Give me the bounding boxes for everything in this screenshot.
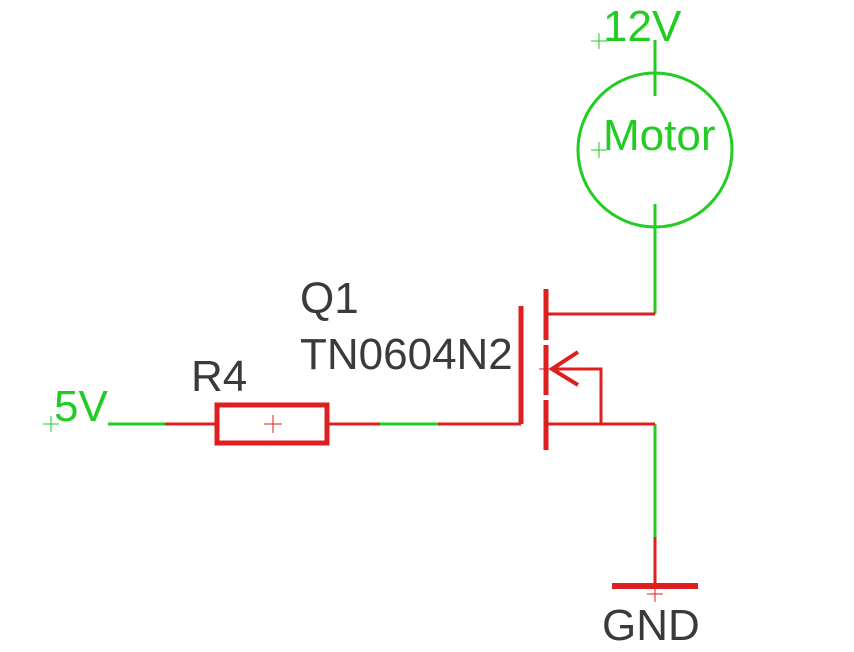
- n-channel-mosfet-symbol[interactable]: [518, 289, 580, 450]
- net-label-gnd: GND: [602, 601, 700, 650]
- resistor-rectangle-symbol[interactable]: [214, 402, 330, 446]
- net-label-5v: 5V: [54, 382, 108, 431]
- crosshair-marker-icon: [647, 586, 663, 602]
- transistor-designator: Q1: [300, 274, 359, 323]
- crosshair-marker-icon: [591, 142, 607, 158]
- net-label-12v: 12V: [603, 2, 682, 51]
- component-strokes: [165, 312, 657, 586]
- net-label-motor: Motor: [603, 111, 715, 160]
- crosshair-marker-icon: [591, 33, 607, 49]
- origin-markers: [43, 33, 663, 602]
- crosshair-marker-icon: [539, 361, 555, 377]
- crosshair-marker-icon: [264, 415, 282, 433]
- transistor-part-number: TN0604N2: [300, 330, 513, 379]
- motor-circle-symbol[interactable]: [576, 71, 734, 229]
- wires: [108, 40, 657, 537]
- resistor-designator: R4: [191, 352, 247, 401]
- transistor-body-lead: [552, 367, 603, 424]
- crosshair-marker-icon: [43, 416, 59, 432]
